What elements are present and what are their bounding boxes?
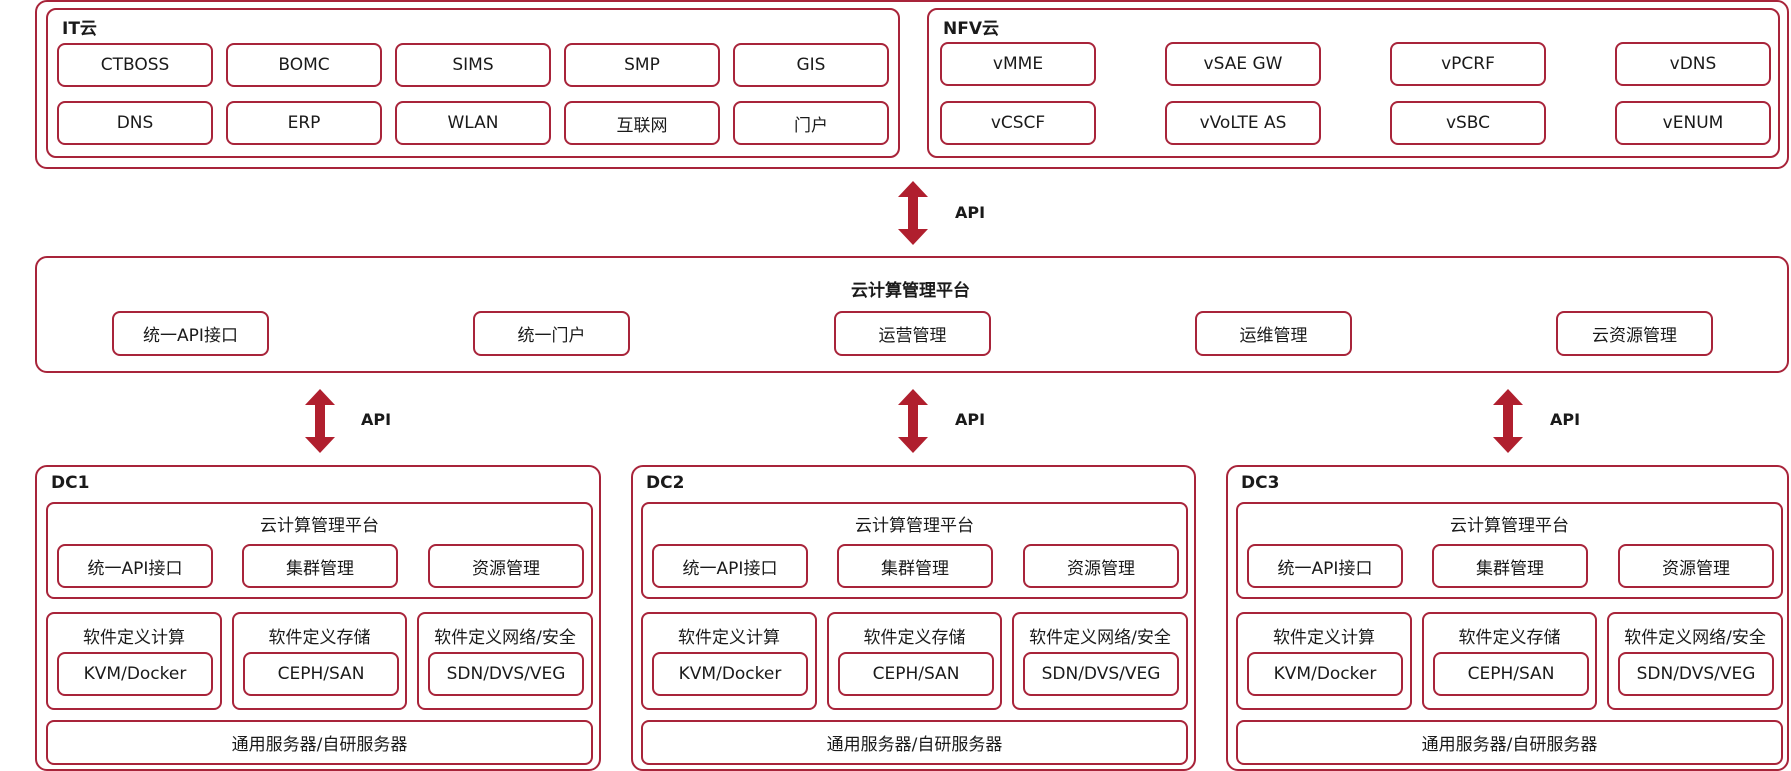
dc-platform-item: 统一API接口	[57, 544, 213, 588]
mgmt-item: 统一API接口	[112, 311, 269, 356]
dc-bottom-bar: 通用服务器/自研服务器	[46, 720, 593, 765]
api-arrow-icon	[305, 389, 335, 453]
dc-platform-item: 集群管理	[837, 544, 993, 588]
dc-section-item: SDN/DVS/VEG	[1618, 652, 1774, 696]
it-item: CTBOSS	[57, 43, 213, 87]
dc-section-item: CEPH/SAN	[838, 652, 994, 696]
dc-platform-item: 资源管理	[1618, 544, 1774, 588]
dc-section-title: 软件定义存储	[863, 628, 966, 648]
dc-section-title: 软件定义存储	[268, 628, 371, 648]
dc-title: DC1	[51, 473, 90, 493]
dc-platform-title: 云计算管理平台	[855, 516, 974, 536]
dc-section-title: 软件定义计算	[678, 628, 780, 648]
it-item: 门户	[733, 101, 889, 145]
api-arrow-icon	[1493, 389, 1523, 453]
it-item: BOMC	[226, 43, 382, 87]
mgmt-item: 运维管理	[1195, 311, 1352, 356]
dc-section-title: 软件定义存储	[1458, 628, 1561, 648]
dc-platform-item: 统一API接口	[1247, 544, 1403, 588]
dc-section-title: 软件定义网络/安全	[434, 628, 576, 648]
dc-section-item: SDN/DVS/VEG	[428, 652, 584, 696]
it-item: SIMS	[395, 43, 551, 87]
dc-platform-item: 统一API接口	[652, 544, 808, 588]
dc-section-title: 软件定义网络/安全	[1029, 628, 1171, 648]
dc-section-title: 软件定义计算	[83, 628, 185, 648]
dc-bottom-bar: 通用服务器/自研服务器	[1236, 720, 1783, 765]
dc-section-item: KVM/Docker	[1247, 652, 1403, 696]
nfv-item: vMME	[940, 42, 1096, 86]
dc-platform-title: 云计算管理平台	[260, 516, 379, 536]
dc-bottom-bar: 通用服务器/自研服务器	[641, 720, 1188, 765]
dc-title: DC2	[646, 473, 685, 493]
it-item: SMP	[564, 43, 720, 87]
mgmt-item: 运营管理	[834, 311, 991, 356]
api-label: API	[955, 203, 986, 222]
dc-platform-item: 资源管理	[1023, 544, 1179, 588]
it-item: DNS	[57, 101, 213, 145]
nfv-item: vVoLTE AS	[1165, 101, 1321, 145]
nfv-item: vPCRF	[1390, 42, 1546, 86]
dc-section-item: CEPH/SAN	[243, 652, 399, 696]
dc-platform-item: 集群管理	[242, 544, 398, 588]
it-item: GIS	[733, 43, 889, 87]
nfv-item: vSAE GW	[1165, 42, 1321, 86]
it-cloud-title: IT云	[62, 19, 97, 39]
api-label: API	[955, 410, 986, 429]
api-label: API	[1550, 410, 1581, 429]
it-item: WLAN	[395, 101, 551, 145]
mgmt-item: 统一门户	[473, 311, 630, 356]
nfv-item: vDNS	[1615, 42, 1771, 86]
api-arrow-icon	[898, 389, 928, 453]
dc-section-item: KVM/Docker	[57, 652, 213, 696]
mgmt-platform-title: 云计算管理平台	[851, 281, 970, 301]
dc-section-item: SDN/DVS/VEG	[1023, 652, 1179, 696]
dc-section-title: 软件定义网络/安全	[1624, 628, 1766, 648]
dc-platform-title: 云计算管理平台	[1450, 516, 1569, 536]
api-arrow-icon	[898, 181, 928, 245]
it-item: ERP	[226, 101, 382, 145]
dc-section-title: 软件定义计算	[1273, 628, 1375, 648]
dc-section-item: KVM/Docker	[652, 652, 808, 696]
it-item: 互联网	[564, 101, 720, 145]
nfv-cloud-title: NFV云	[943, 19, 999, 39]
dc-section-item: CEPH/SAN	[1433, 652, 1589, 696]
dc-title: DC3	[1241, 473, 1280, 493]
nfv-item: vSBC	[1390, 101, 1546, 145]
dc-platform-item: 集群管理	[1432, 544, 1588, 588]
nfv-item: vCSCF	[940, 101, 1096, 145]
nfv-item: vENUM	[1615, 101, 1771, 145]
mgmt-item: 云资源管理	[1556, 311, 1713, 356]
dc-platform-item: 资源管理	[428, 544, 584, 588]
api-label: API	[361, 410, 392, 429]
